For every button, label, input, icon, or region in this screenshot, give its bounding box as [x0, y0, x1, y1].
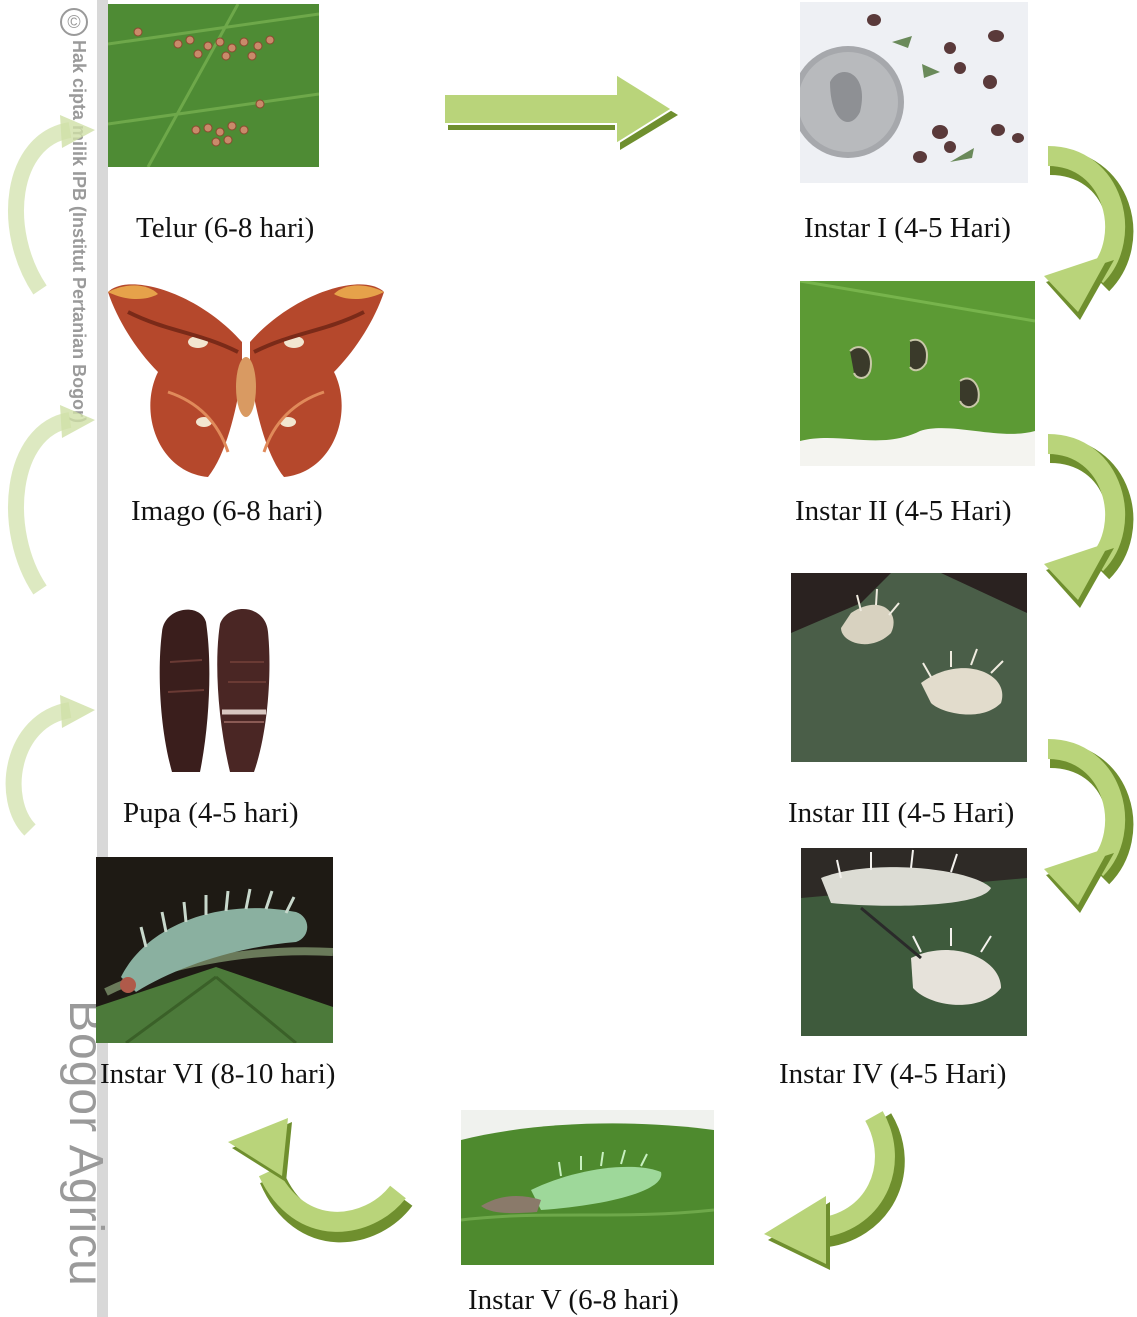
- curved-arrow-2-icon: [1040, 430, 1137, 630]
- caption-telur: Telur (6-8 hari): [136, 212, 314, 245]
- instar5-photo: [461, 1110, 714, 1265]
- watermark-arc-arrows-icon: [0, 110, 110, 830]
- telur-photo: [108, 4, 319, 167]
- curved-arrow-3-icon: [1040, 735, 1137, 935]
- caption-instar3: Instar III (4-5 Hari): [788, 797, 1014, 830]
- caption-instar1: Instar I (4-5 Hari): [804, 212, 1011, 245]
- instar3-photo: [791, 573, 1027, 762]
- caption-imago: Imago (6-8 hari): [131, 495, 323, 528]
- caption-instar6: Instar VI (8-10 hari): [100, 1058, 335, 1091]
- imago-photo: [108, 272, 384, 482]
- right-arrow-icon: [440, 70, 685, 160]
- instar4-photo: [801, 848, 1027, 1036]
- pupa-photo: [150, 602, 275, 777]
- caption-pupa: Pupa (4-5 hari): [123, 797, 299, 830]
- caption-instar4: Instar IV (4-5 Hari): [779, 1058, 1006, 1091]
- caption-instar5: Instar V (6-8 hari): [468, 1284, 679, 1317]
- watermark-big-text: Bogor Agricu: [58, 1000, 113, 1287]
- instar6-photo: [96, 857, 333, 1043]
- curved-arrow-5-icon: [222, 1118, 412, 1248]
- instar2-photo: [800, 281, 1035, 466]
- copyright-icon: ©: [60, 8, 88, 36]
- curved-arrow-1-icon: [1040, 142, 1137, 342]
- caption-instar2: Instar II (4-5 Hari): [795, 495, 1012, 528]
- curved-arrow-4-icon: [760, 1110, 910, 1275]
- instar1-photo: [800, 2, 1028, 183]
